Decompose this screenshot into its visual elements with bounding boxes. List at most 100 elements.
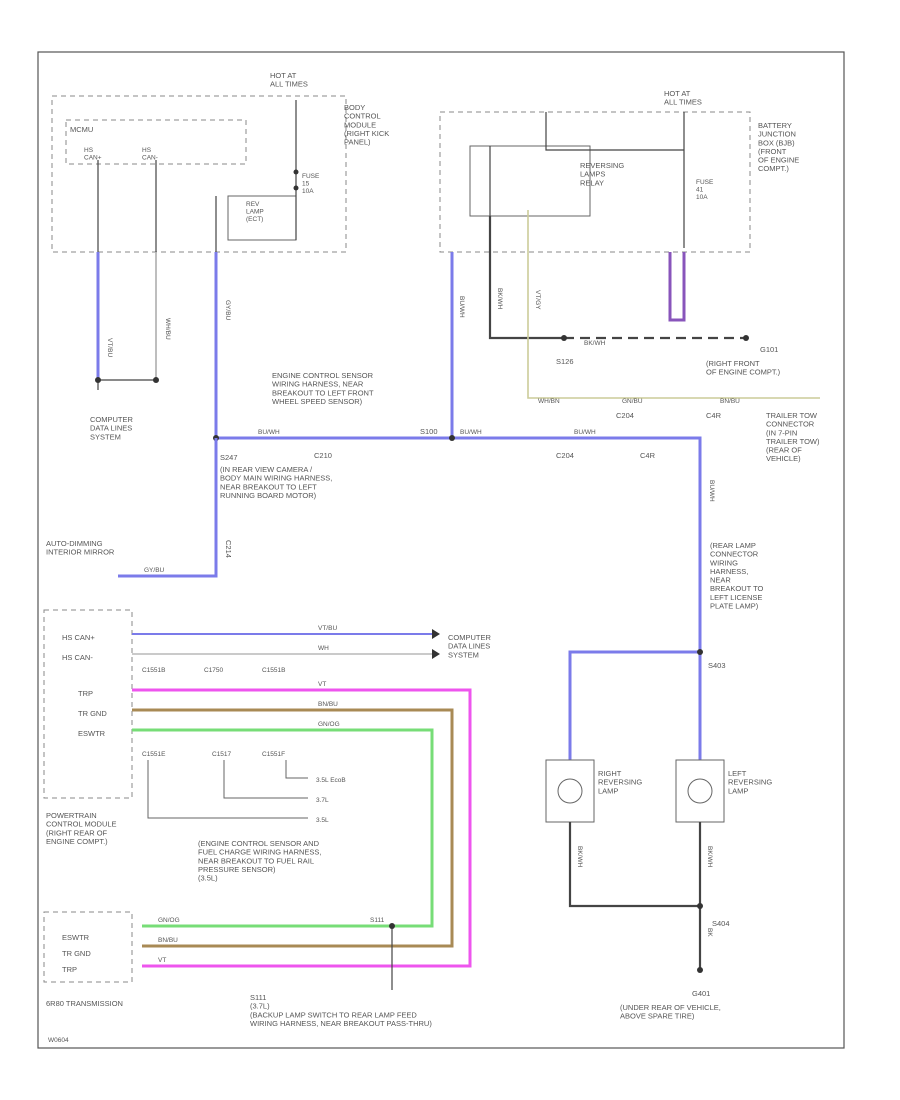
w-vt-label: VT/GY [534,290,541,310]
diagram-frame [37,51,845,1049]
bcm-fuse-node [293,169,299,175]
pcm-c1551e: C1551E [142,751,166,758]
trans-outline [43,911,133,983]
s100-node [449,435,455,441]
cdl-bus [97,379,156,390]
pcm-outline [43,609,133,799]
pcm-w3-label: GN/OG [318,721,340,728]
s247-label: S247 [220,453,238,462]
right-rev-lamp [545,759,595,823]
s403-label: S403 [708,661,726,670]
g101-node [743,335,749,341]
s126-label: S126 [556,357,574,366]
w-bk-label: BK/WH [496,288,503,310]
pcm-c1551f: C1551F [262,751,285,758]
relay-feed [545,112,684,151]
trans-label: 6R80 TRANSMISSION [46,999,123,1008]
cdl-node-2 [153,377,159,383]
pcm-c1517: C1517 [212,751,232,758]
s404-label: S404 [712,919,730,928]
trans-w2-label: BN/BU [158,937,178,944]
main3-label: BU/WH [574,429,596,436]
pcm-trp: TRP [78,689,93,698]
footer-code: W0604 [48,1037,69,1044]
trans-w1-label: GN/OG [158,917,180,924]
mirror-wire [118,438,218,578]
cdl-wire-1-label: VT/BU [106,338,113,357]
bcm-inner-label: MCMU [70,125,93,134]
s126-node [561,335,567,341]
cdl-node-1 [95,377,101,383]
gnd-bk-label: BK [706,928,713,937]
bcm-fuse-node-2 [293,185,299,191]
pcm-eswtr: ESWTR [78,729,106,738]
main-bus [216,436,702,652]
eng-37: 3.7L [316,797,329,804]
cdl-wire-3-label: GY/BU [224,300,231,321]
tr-gnd-wire [132,708,454,948]
bcm-inner-outline [65,119,247,165]
main1-label: BU/WH [258,429,280,436]
g401-node [697,967,703,973]
tr-w3-label: BN/BU [720,398,740,405]
mirror-wire-label: GY/BU [144,567,165,574]
left-rev-bulb [687,778,713,804]
trans-w3-label: VT [158,957,166,964]
pcm-c1551b: C1551B [142,667,166,674]
eswtr-wire [132,728,434,928]
pcm-c1551b-2: C1551B [262,667,286,674]
g401-label: G401 [692,989,710,998]
s404-node [697,903,703,909]
s111-node [389,923,395,929]
c214-label: C214 [224,540,233,558]
trans-trp: TRP [62,965,77,974]
rear-split [568,650,700,760]
cdl-arrow-2 [432,649,440,659]
c204-label-top: C204 [616,411,634,420]
pcm-w1-label: VT [318,681,326,688]
eng-line-2 [223,760,308,799]
main2-label: BU/WH [460,429,482,436]
w-blk-bu-label: BU/WH [458,296,465,318]
pcm-c1750: C1750 [204,667,224,674]
eng-35: 3.5L [316,817,329,824]
g101-label: G101 [760,345,778,354]
left-rev-lamp [675,759,725,823]
cdl-wire-2-label: WH/BU [164,318,171,340]
trans-eswtr: ESWTR [62,933,90,942]
eng-line-1 [285,760,308,779]
g401-desc: (UNDER REAR OF VEHICLE,ABOVE SPARE TIRE) [620,1003,721,1021]
s247-desc: (IN REAR VIEW CAMERA /BODY MAIN WIRING H… [220,465,332,500]
s100-label: S100 [420,427,438,436]
bjb-bk-wire [488,216,564,340]
s403-node [697,649,703,655]
rear-v-label: BU/WH [708,480,715,502]
s111-label: S111 [370,917,385,924]
trans-tr-gnd: TR GND [62,949,91,958]
tr-w1-label: WH/BN [538,398,560,405]
bcm-outline [51,95,347,253]
cdl-arrow-1 [432,629,440,639]
bjb-vt-wire [668,252,686,322]
c210-label: C210 [314,451,332,460]
pcm-w2-label: BN/BU [318,701,338,708]
can2-label: WH [318,645,329,652]
trp-wire [132,688,472,968]
relay-box [469,145,591,217]
